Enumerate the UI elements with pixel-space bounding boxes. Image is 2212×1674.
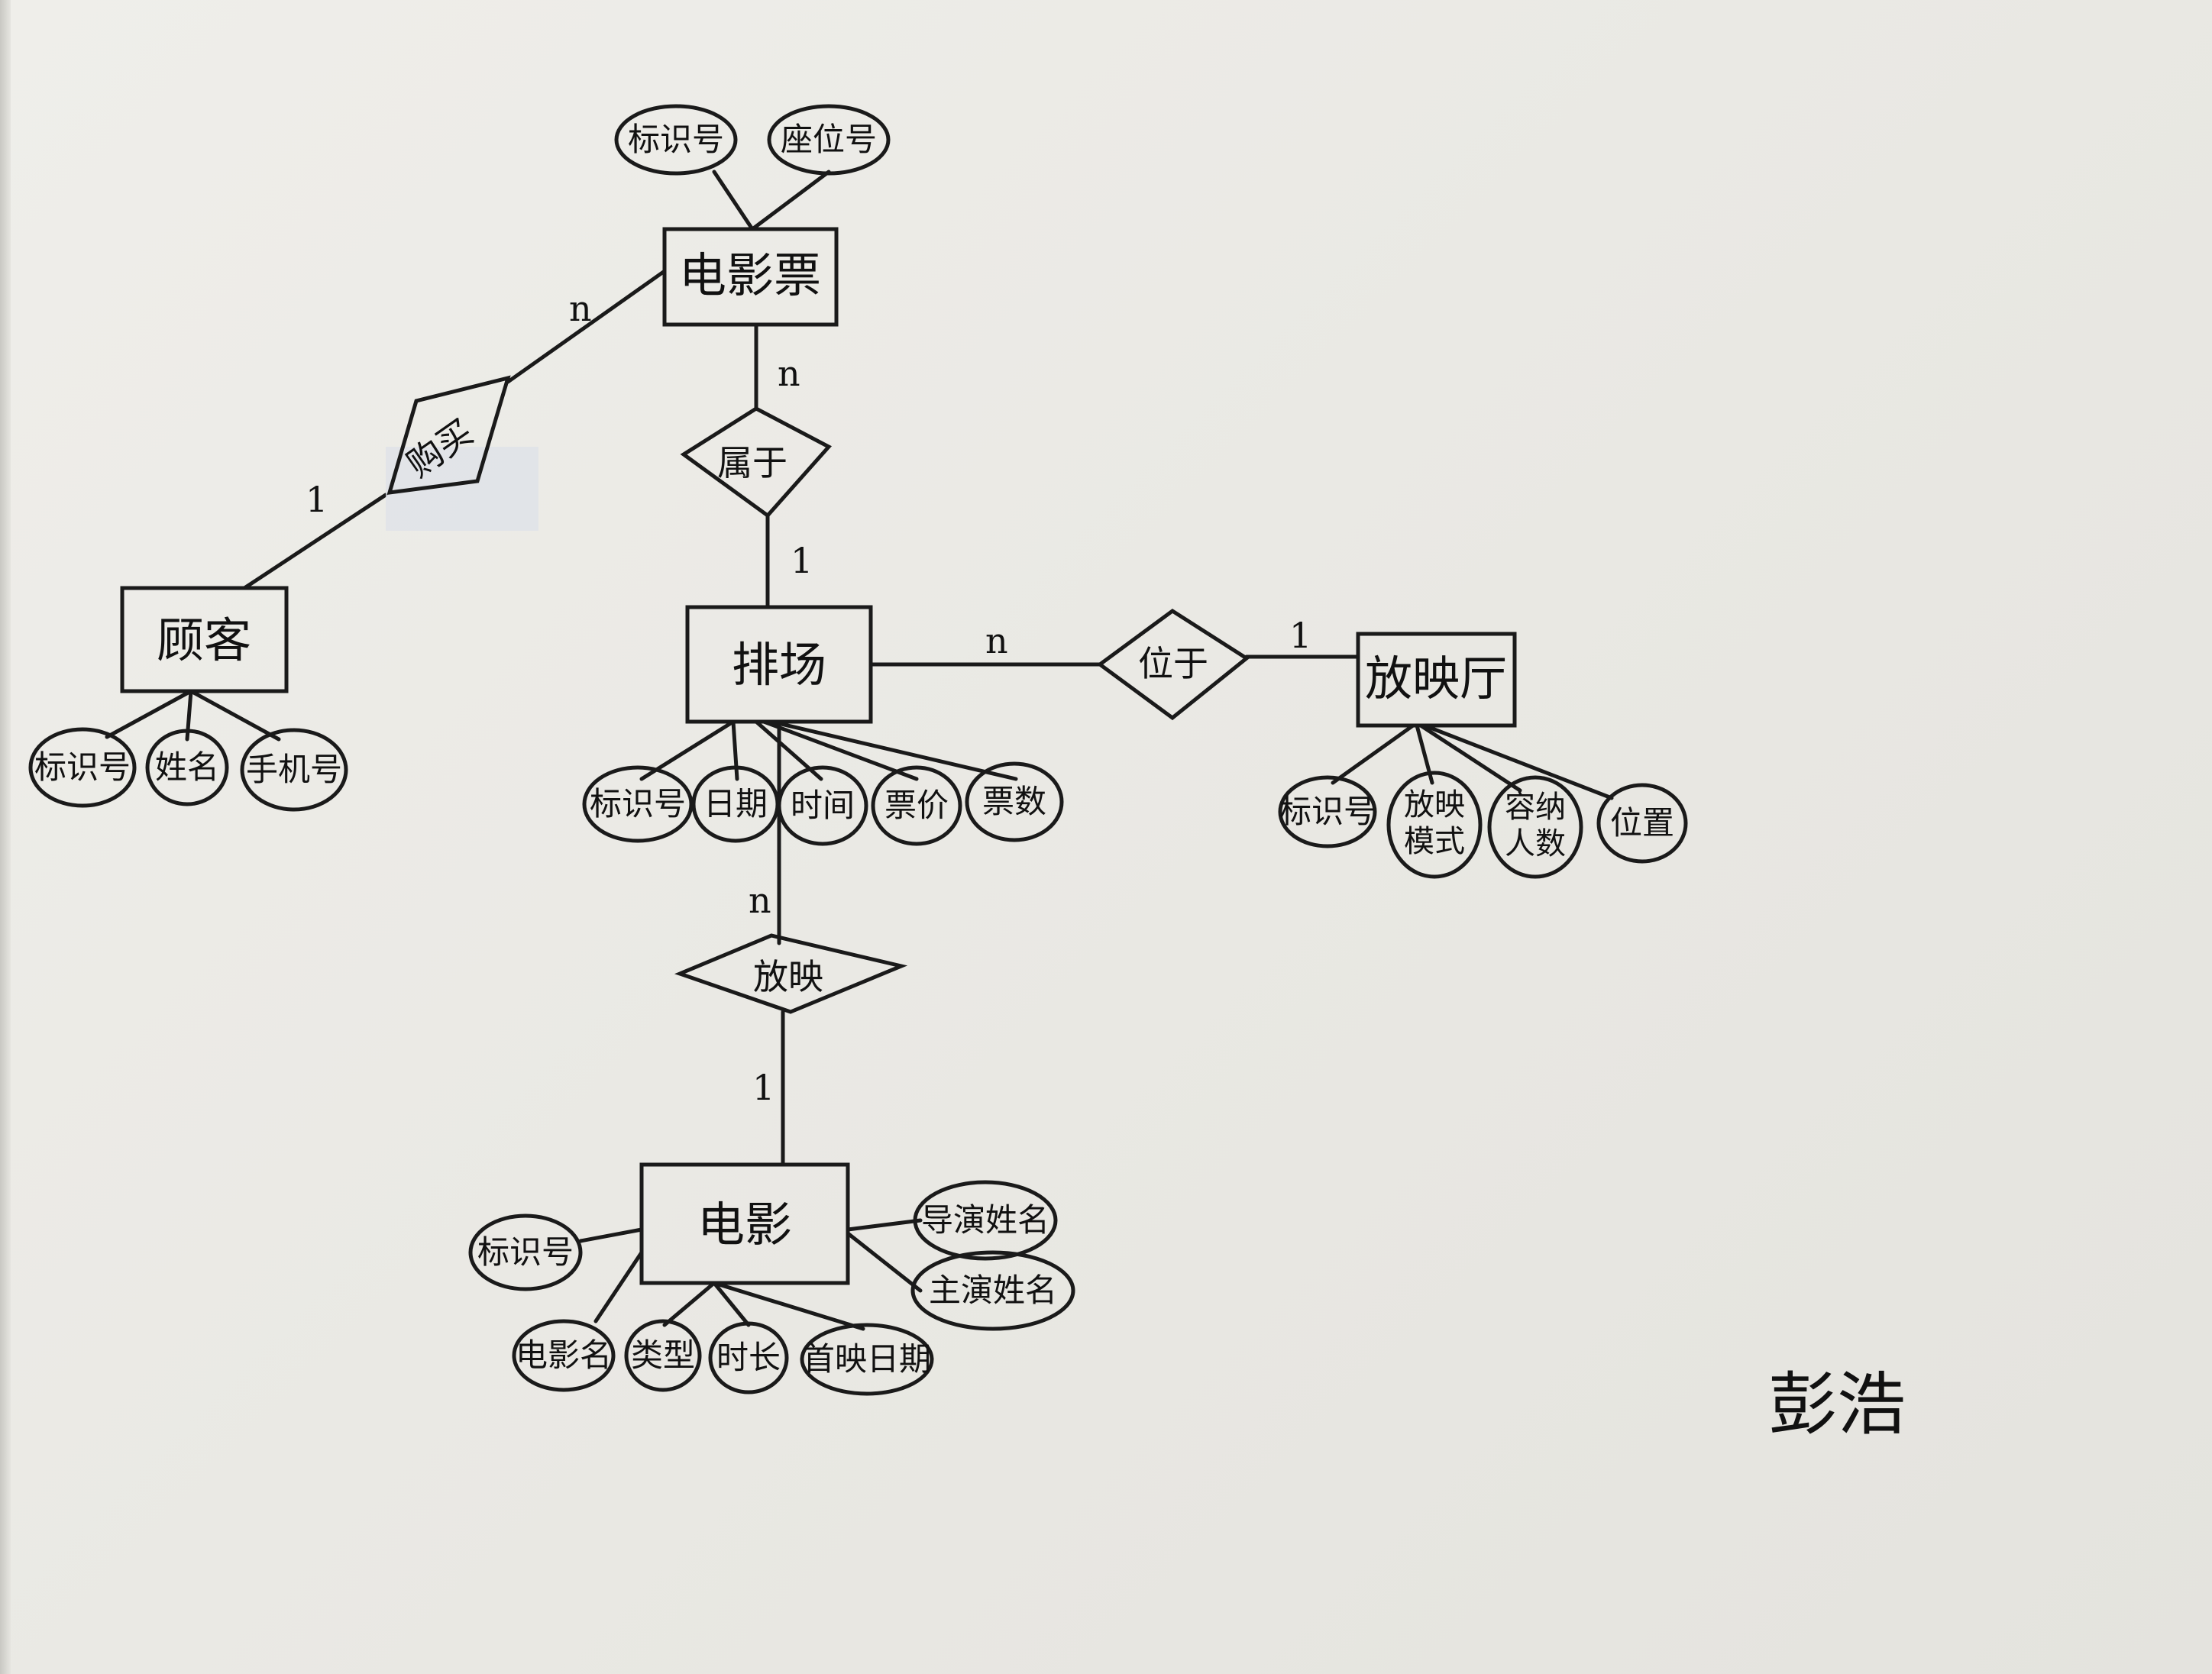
entity-ticket: 电影票 [662,227,839,327]
svg-text:姓名: 姓名 [155,748,219,786]
attr-schedule-id: 标识号 [582,765,694,843]
svg-text:票数: 票数 [982,783,1046,820]
svg-text:座位号: 座位号 [781,121,877,158]
entity-movie-label: 电影 [697,1197,792,1252]
card-movie-screening: 1 [752,1067,775,1108]
line-schedule-attr-date [731,719,739,781]
line-movie-attr-type [662,1281,716,1327]
attr-movie-name: 电影名 [512,1319,616,1392]
svg-text:导演姓名: 导演姓名 [921,1201,1049,1239]
line-customer-attr-phone [189,689,281,742]
svg-text:放映: 放映 [1404,787,1465,822]
relationship-screening: 放映 [674,933,908,1014]
line-hall-attr-capacity [1418,723,1522,793]
card-schedule-located: n [985,620,1008,661]
attr-schedule-time: 时间 [777,765,868,846]
relationship-located: 位于 [1096,608,1250,721]
line-movie-attr-name [593,1250,644,1323]
svg-text:标识号: 标识号 [1279,793,1376,830]
svg-text:时间: 时间 [791,787,855,824]
line-customer-attr-id [105,689,193,739]
entity-customer: 顾客 [120,586,289,693]
svg-text:人数: 人数 [1505,826,1566,861]
attr-hall-id: 标识号 [1278,775,1377,848]
svg-text:标识号: 标识号 [34,748,131,786]
line-ticket-attr-id [712,170,755,231]
attr-ticket-id: 标识号 [614,104,738,176]
line-schedule-attr-price [762,719,919,781]
svg-text:日期: 日期 [703,785,768,822]
relationship-screening-label: 放映 [753,956,823,997]
line-hall-attr-id [1331,723,1415,785]
relationship-belongs: 属于 [680,406,832,519]
svg-text:类型: 类型 [631,1336,695,1374]
paper-edge [0,0,11,1674]
line-hall-attr-position [1422,723,1614,800]
svg-text:电影名: 电影名 [516,1336,612,1374]
svg-text:时长: 时长 [716,1339,781,1376]
attr-movie-actor: 主演姓名 [910,1250,1075,1331]
svg-text:手机号: 手机号 [246,751,342,788]
line-movie-attr-premiere [712,1281,865,1331]
attr-schedule-price: 票价 [871,765,962,846]
relationship-located-label: 位于 [1138,643,1208,684]
line-ticket-purchase [506,269,667,384]
author-signature: 彭浩 [1768,1365,1906,1445]
card-customer-purchase: 1 [306,479,328,520]
attr-hall-mode: 放映 模式 [1386,771,1483,879]
entity-ticket-label: 电影票 [679,247,821,303]
card-schedule-screening: n [749,880,771,921]
svg-text:标识号: 标识号 [628,121,724,158]
line-movie-attr-id [578,1227,644,1243]
entity-hall: 放映厅 [1356,632,1517,728]
svg-text:标识号: 标识号 [590,785,686,822]
svg-text:首映日期: 首映日期 [803,1340,931,1378]
entity-schedule-label: 排场 [732,637,826,693]
entity-customer-label: 顾客 [157,612,251,668]
attr-customer-id: 标识号 [28,727,137,808]
attr-hall-capacity: 容纳 人数 [1487,775,1583,879]
relationship-belongs-label: 属于 [717,442,787,483]
line-movie-attr-director [846,1218,923,1232]
entity-movie: 电影 [639,1162,850,1285]
attr-hall-position: 位置 [1596,783,1688,864]
card-hall-located: 1 [1289,615,1311,656]
attr-movie-director: 导演姓名 [913,1180,1058,1261]
svg-text:主演姓名: 主演姓名 [929,1272,1057,1309]
card-ticket-belongs: n [778,353,800,394]
line-schedule-attr-count [769,719,1018,781]
attr-customer-phone: 手机号 [240,728,348,812]
card-schedule-belongs: 1 [791,540,813,581]
attr-customer-name: 姓名 [145,729,229,806]
line-movie-attr-actor [846,1231,923,1293]
line-movie-attr-duration [712,1281,751,1327]
cardinality-labels: n 1 n 1 n 1 n 1 [306,288,1311,1108]
attr-movie-premiere: 首映日期 [800,1323,934,1396]
entity-schedule: 排场 [685,605,873,724]
card-ticket-purchase: n [569,288,592,329]
line-ticket-attr-seat [750,170,831,231]
line-purchase-customer [242,493,388,590]
svg-text:位置: 位置 [1610,804,1674,842]
entity-hall-label: 放映厅 [1365,651,1507,706]
attr-schedule-count: 票数 [965,761,1064,842]
relationship-purchase: 购买 [386,375,538,531]
svg-text:模式: 模式 [1404,824,1465,859]
attr-movie-type: 类型 [624,1319,702,1392]
svg-text:容纳: 容纳 [1505,790,1566,825]
svg-text:票价: 票价 [884,787,949,824]
attr-ticket-seat: 座位号 [767,104,891,176]
attr-movie-id: 标识号 [468,1213,583,1291]
svg-text:标识号: 标识号 [477,1233,574,1271]
attr-movie-duration: 时长 [708,1321,789,1394]
